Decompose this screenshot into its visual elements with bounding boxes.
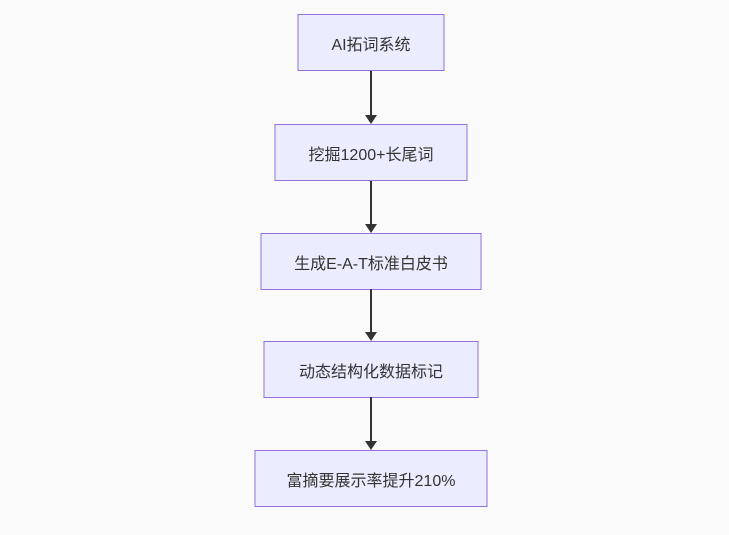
arrow-line <box>370 397 372 442</box>
flowchart-node-ai-keyword-system: AI拓词系统 <box>297 14 445 71</box>
flowchart-node-structured-data-markup: 动态结构化数据标记 <box>263 341 479 398</box>
node-label: 挖掘1200+长尾词 <box>308 146 434 164</box>
arrowhead-down-icon <box>365 332 377 341</box>
arrow-line <box>370 181 372 225</box>
node-label: 富摘要展示率提升210% <box>286 472 456 490</box>
arrow-line <box>370 71 372 116</box>
node-label: 生成E-A-T标准白皮书 <box>294 255 448 273</box>
arrowhead-down-icon <box>365 224 377 233</box>
flowchart-node-rich-snippet-result: 富摘要展示率提升210% <box>254 450 488 507</box>
arrowhead-down-icon <box>365 441 377 450</box>
flowchart-node-longtail-keywords: 挖掘1200+长尾词 <box>274 124 468 181</box>
flow-arrow-3 <box>365 289 377 341</box>
node-label: AI拓词系统 <box>331 36 411 54</box>
flowchart-node-eat-whitepaper: 生成E-A-T标准白皮书 <box>260 233 482 290</box>
node-label: 动态结构化数据标记 <box>298 363 443 381</box>
flow-arrow-1 <box>365 71 377 124</box>
flow-arrow-4 <box>365 397 377 450</box>
flow-arrow-2 <box>365 181 377 233</box>
arrowhead-down-icon <box>365 115 377 124</box>
arrow-line <box>370 289 372 333</box>
